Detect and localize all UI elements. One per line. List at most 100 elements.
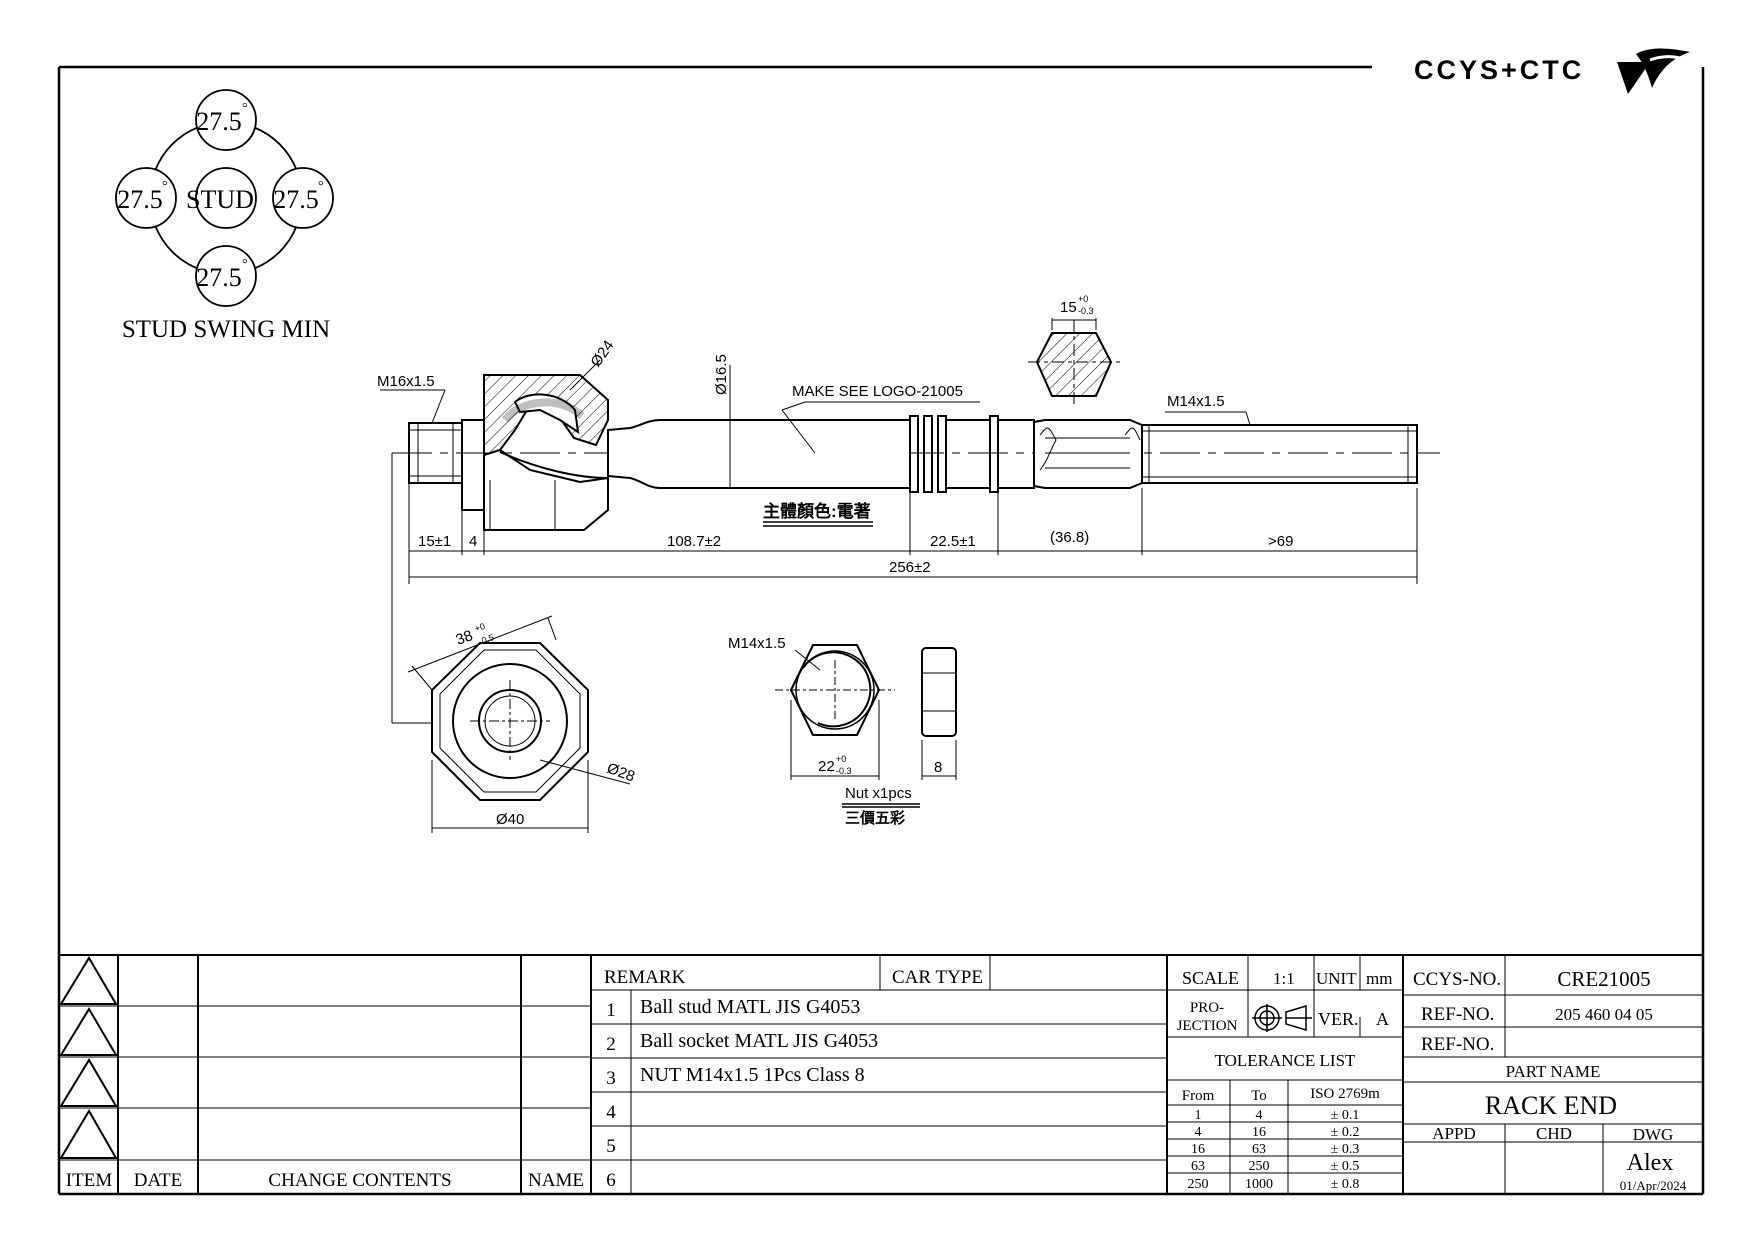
dim-108: 108.7±2: [667, 533, 721, 550]
nut-views: M14x1.5 22 +0 -0.3 8 Nut x1pcs 三價五彩: [728, 635, 957, 827]
dim-15: 15±1: [418, 533, 451, 550]
tol-to: 4: [1256, 1108, 1263, 1123]
degree-mark: °: [318, 179, 324, 194]
unit-value: mm: [1366, 969, 1392, 988]
tol-header-iso: ISO 2769m: [1310, 1086, 1380, 1102]
dwg-name: Alex: [1627, 1150, 1674, 1176]
nut-width-dim: 22: [818, 758, 835, 775]
nut-thread-label: M14x1.5: [728, 635, 786, 652]
thread-right-label: M14x1.5: [1167, 393, 1225, 410]
color-note: 主體顏色:電著: [763, 501, 871, 521]
oct-width-tol-up: +0: [473, 621, 486, 634]
projection-label: JECTION: [1177, 1018, 1238, 1034]
projection-label: PRO-: [1190, 1000, 1224, 1016]
swing-angle-bottom: 27.5: [196, 263, 242, 292]
logo-note: MAKE SEE LOGO-21005: [792, 383, 963, 400]
dim-36: (36.8): [1050, 529, 1089, 546]
tol-from: 4: [1195, 1125, 1202, 1140]
tol-value: ± 0.5: [1331, 1159, 1360, 1174]
chd-label: CHD: [1536, 1124, 1572, 1143]
degree-mark: °: [242, 257, 248, 272]
brand-logo: CCYS+CTC: [1414, 48, 1690, 94]
dim-28: Ø28: [605, 760, 637, 786]
tol-from: 16: [1191, 1142, 1205, 1157]
octagon-end-view: 38 +0 -0.5 Ø28 Ø40: [407, 615, 637, 833]
rev-header-date: DATE: [134, 1170, 183, 1191]
scale-value: 1:1: [1273, 969, 1295, 988]
dwg-label: DWG: [1633, 1125, 1674, 1144]
remark-row-text: Ball stud MATL JIS G4053: [640, 996, 860, 1018]
revision-triangle-icon: [59, 956, 118, 1005]
hex-width-dim: 15: [1060, 299, 1077, 316]
tol-to: 16: [1252, 1125, 1266, 1140]
revision-table: ITEM DATE CHANGE CONTENTS NAME: [66, 1170, 584, 1191]
remark-row-no: 2: [606, 1034, 616, 1055]
unit-label: UNIT: [1316, 969, 1357, 988]
hex-width-tol-up: +0: [1078, 294, 1088, 304]
main-dimensions: [380, 359, 1418, 724]
tol-from: 250: [1188, 1177, 1209, 1192]
nut-width-tol-dn: -0.3: [836, 766, 852, 776]
dim-22: 22.5±1: [930, 533, 976, 550]
tolerance-table: 1 4 ± 0.1 4 16 ± 0.2 16 63 ± 0.3 63 250 …: [1188, 1108, 1360, 1192]
tol-to: 1000: [1245, 1177, 1273, 1192]
ref-no-label: REF-NO.: [1421, 1004, 1494, 1025]
remark-row-text: NUT M14x1.5 1Pcs Class 8: [640, 1064, 865, 1086]
swing-angle-top: 27.5: [196, 107, 242, 136]
remark-row-no: 1: [606, 1000, 616, 1021]
ref-no-value: 205 460 04 05: [1555, 1005, 1653, 1024]
remark-row-no: 3: [606, 1068, 616, 1089]
tol-value: ± 0.2: [1331, 1125, 1360, 1140]
tol-from: 63: [1191, 1159, 1205, 1174]
tol-header-to: To: [1251, 1088, 1267, 1104]
rack-end-part: [392, 374, 1440, 531]
swing-center-label: STUD: [186, 185, 254, 214]
swing-caption: STUD SWING MIN: [122, 316, 330, 343]
thread-left-label: M16x1.5: [377, 373, 435, 390]
rev-header-change: CHANGE CONTENTS: [268, 1170, 451, 1191]
title-block: CCYS-NO. CRE21005 REF-NO. 205 460 04 05 …: [1413, 967, 1687, 1193]
degree-mark: °: [242, 101, 248, 116]
part-name-value: RACK END: [1485, 1091, 1617, 1120]
main-dimension-labels: M16x1.5 Ø24 Ø16.5 MAKE SEE LOGO-21005 M1…: [377, 337, 1293, 576]
remark-row-no: 4: [606, 1102, 616, 1123]
ccys-no-value: CRE21005: [1557, 967, 1650, 991]
dim-256: 256±2: [889, 559, 931, 576]
revision-triangle-icons: [59, 956, 118, 1159]
revision-triangle-icon: [59, 1058, 118, 1107]
nut-note: Nut x1pcs: [845, 785, 912, 802]
hex-cross-section: 15 +0 -0.3: [1028, 294, 1120, 408]
car-type-label: CAR TYPE: [892, 967, 983, 988]
dwg-date: 01/Apr/2024: [1620, 1178, 1687, 1193]
tol-from: 1: [1195, 1108, 1202, 1123]
tol-header-from: From: [1182, 1088, 1215, 1104]
nut-thickness-dim: 8: [934, 759, 942, 776]
revision-triangle-icon: [59, 1007, 118, 1056]
ver-label: VER.: [1318, 1009, 1359, 1029]
swing-angle-right: 27.5: [273, 185, 319, 214]
title-block-grid: [59, 954, 1703, 1194]
rod-dia-label: Ø16.5: [713, 354, 730, 395]
dim-69: >69: [1268, 533, 1293, 550]
tolerance-title: TOLERANCE LIST: [1215, 1051, 1356, 1070]
projection-symbol-icon: [1252, 1004, 1312, 1032]
appd-label: APPD: [1432, 1124, 1475, 1143]
tol-to: 250: [1249, 1159, 1270, 1174]
ccys-no-label: CCYS-NO.: [1413, 969, 1501, 990]
oct-width-dim: 38: [454, 627, 475, 649]
nut-finish: 三價五彩: [845, 809, 905, 827]
scale-label: SCALE: [1182, 968, 1239, 988]
tol-value: ± 0.1: [1331, 1108, 1360, 1123]
part-name-label: PART NAME: [1506, 1062, 1601, 1081]
remark-row-text: Ball socket MATL JIS G4053: [640, 1030, 878, 1052]
remark-row-no: 6: [606, 1170, 616, 1191]
degree-mark: °: [162, 179, 168, 194]
swing-angle-left: 27.5: [117, 185, 163, 214]
tol-value: ± 0.8: [1331, 1177, 1360, 1192]
revision-triangle-icon: [59, 1109, 118, 1159]
dim-40: Ø40: [496, 811, 524, 828]
remarks-table: REMARK CAR TYPE 1 Ball stud MATL JIS G40…: [604, 967, 983, 1191]
ball-dia-label: Ø24: [587, 337, 617, 370]
remark-header: REMARK: [604, 967, 686, 988]
